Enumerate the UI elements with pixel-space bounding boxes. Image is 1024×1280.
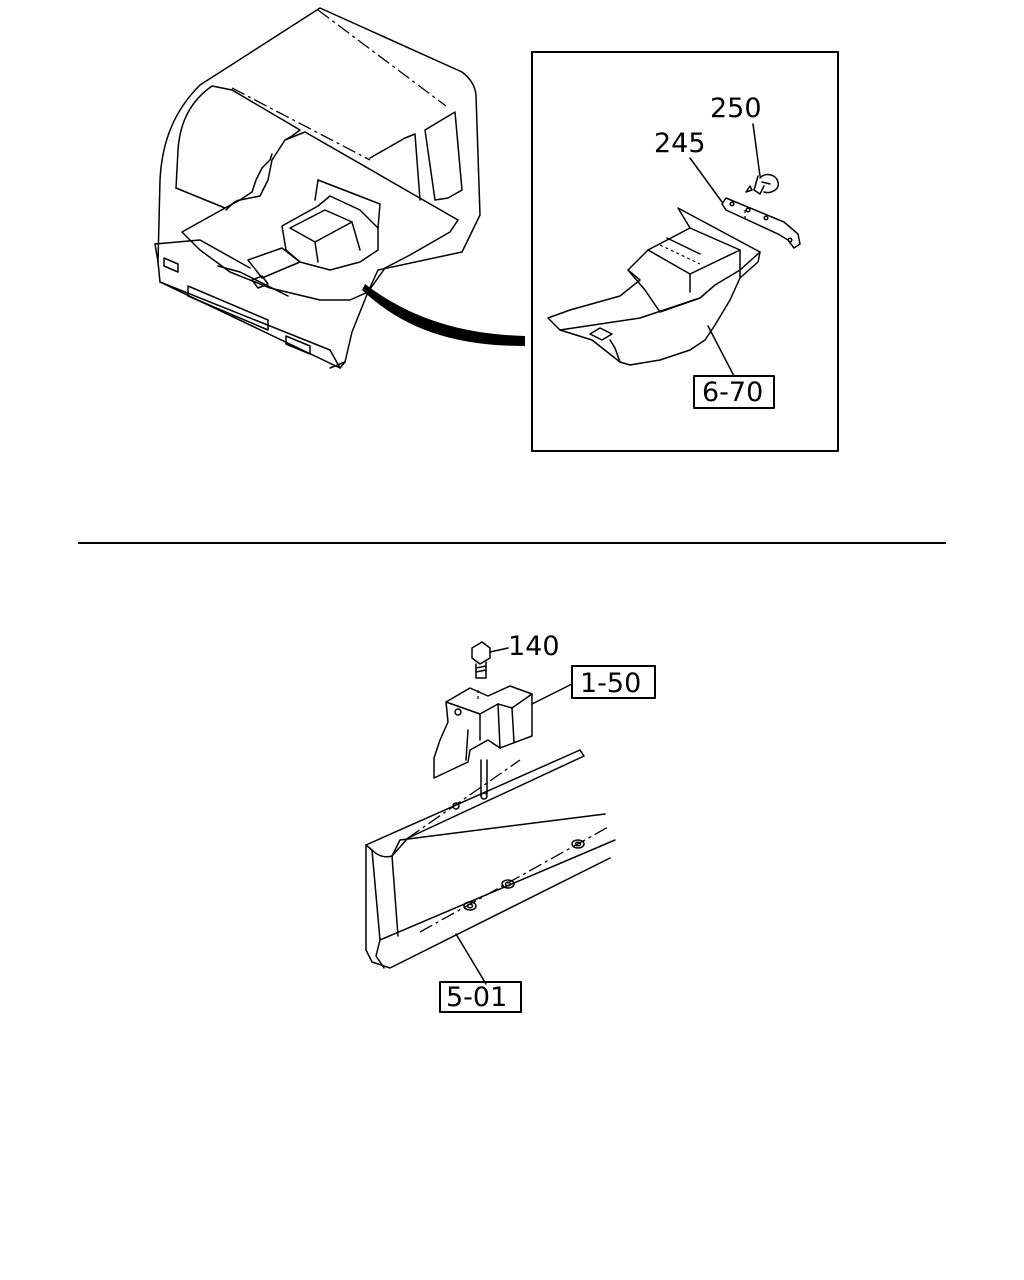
ref-box-1-50[interactable]: 1-50 [580,668,641,699]
ref-box-6-70[interactable]: 6-70 [702,377,763,408]
cab-overview [154,7,525,369]
tunnel-cover-part [547,207,761,366]
bracket-part-245 [721,197,801,249]
callout-250: 250 [710,93,762,124]
bolt-part-140 [471,641,491,679]
ref-box-5-01[interactable]: 5-01 [446,982,507,1013]
callout-140: 140 [508,631,560,662]
mount-bracket [433,683,573,779]
frame-rail [365,749,616,969]
clip-part-250 [745,173,779,195]
frame-assembly: 140 1-50 [365,631,656,1013]
callout-245: 245 [654,128,706,159]
detail-inset: 250 245 6-70 [531,51,839,452]
